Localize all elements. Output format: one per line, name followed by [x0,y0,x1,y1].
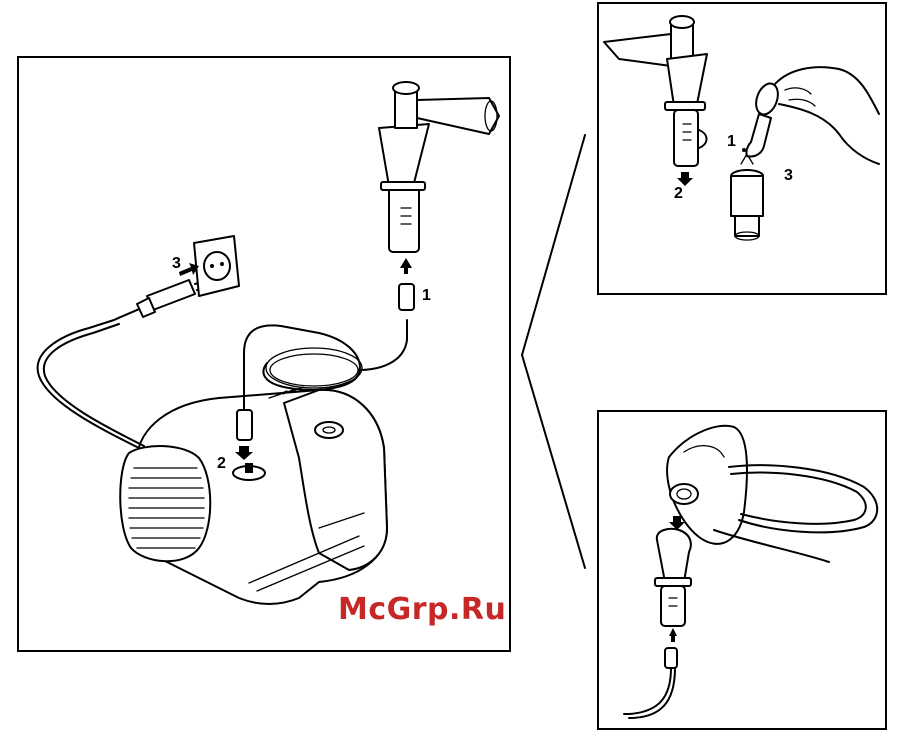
step-label-2: 2 [217,456,226,472]
nebulizer-top-assembly [604,16,707,166]
nebulizer-chamber [379,82,499,252]
mask-assembly-panel [597,410,887,730]
step-label-2: 2 [674,186,683,202]
medication-cup [731,154,763,240]
dropper [746,114,771,157]
arrow-2 [677,172,693,186]
power-cord [38,303,149,448]
step-label-1: 1 [422,288,431,304]
connector-line-bottom [522,355,585,568]
connector-line-top [522,135,585,355]
step-label-1: 1 [727,134,736,150]
main-assembly-panel: 1 2 3 [17,56,511,652]
compressor-unit [120,387,387,604]
step-label-3: 3 [784,168,793,184]
power-switch [315,422,343,438]
nebulizer-compressor-drawing [19,58,513,654]
dropper-and-hand [742,67,879,164]
mouthpiece [417,98,499,134]
arrow-bottom [669,628,677,642]
step-label-3: 3 [172,256,181,272]
tube-connector [665,648,677,668]
medication-fill-panel: 1 2 3 [597,2,887,295]
tube-connector-bottom [237,410,252,440]
medication-fill-drawing [599,4,889,297]
tube-connector-top [399,284,414,310]
medication-drop [742,148,746,152]
mask-assembly-drawing [599,412,889,732]
nebulizer-chamber [655,529,691,626]
rotate-arrow [699,130,707,148]
arrow-1 [400,258,412,274]
watermark: McGrp.Ru [338,592,506,627]
wall-socket [194,236,239,296]
